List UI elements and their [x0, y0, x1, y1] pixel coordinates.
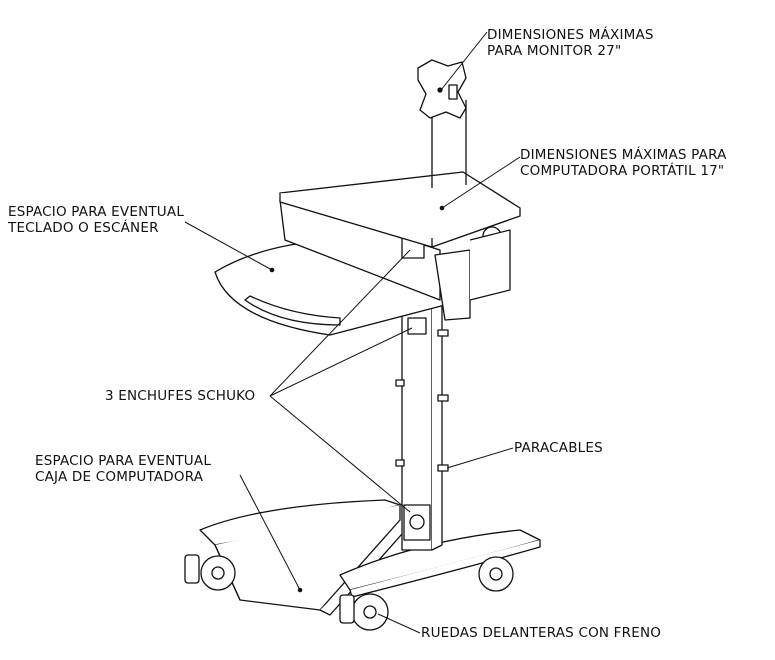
- hand-slot: [244, 295, 341, 326]
- cable-clips: [395, 329, 449, 472]
- label-monitor: DIMENSIONES MÁXIMAS PARA MONITOR 27": [487, 27, 654, 59]
- column: [395, 295, 449, 551]
- wheels: [184, 554, 514, 631]
- laptop-shelf: [279, 171, 521, 248]
- power-outlet-middle: [407, 317, 427, 335]
- label-schuko: 3 ENCHUFES SCHUKO: [105, 388, 256, 404]
- shelf-support: [279, 199, 511, 321]
- monitor-pole: [417, 59, 467, 188]
- label-keyboard: ESPACIO PARA EVENTUAL TECLADO O ESCÁNER: [8, 204, 185, 236]
- label-laptop: DIMENSIONES MÁXIMAS PARA COMPUTADORA POR…: [520, 147, 727, 179]
- leader-lines: [184, 31, 521, 634]
- base-foot: [339, 529, 541, 598]
- label-paracables: PARACABLES: [514, 440, 603, 456]
- label-wheels: RUEDAS DELANTERAS CON FRENO: [421, 625, 662, 641]
- label-computer-box: ESPACIO PARA EVENTUAL CAJA DE COMPUTADOR…: [35, 453, 212, 485]
